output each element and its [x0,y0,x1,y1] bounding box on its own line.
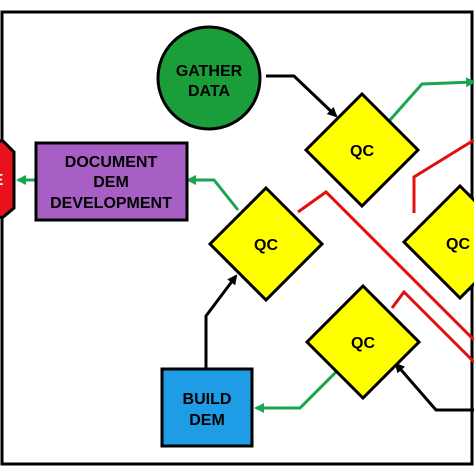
qc-left-node: QC [207,185,325,303]
build-dem-label-2: DEM [189,412,225,429]
qc-bottom-diamond [304,283,422,401]
stop-sign-node: E [0,138,16,220]
pass-arrow-qc-left [186,175,240,211]
stop-sign-shape [0,138,16,220]
pass-connectors [16,77,474,413]
fail-connectors [297,138,474,364]
gather-data-circle [156,25,262,131]
fail-line-qc-bottom [390,289,474,364]
qc-bottom-node: QC [304,283,422,401]
document-label-3: DEVELOPMENT [50,195,172,212]
document-box [34,141,189,222]
qc-right-diamond [401,183,474,301]
gather-data-label-2: DATA [188,83,231,100]
document-node: DOCUMENT DEM DEVELOPMENT [34,141,189,222]
gather-data-node: GATHER DATA [156,25,262,131]
qc-left-label: QC [254,237,278,254]
qc-top-label: QC [350,143,374,160]
qc-top-node: QC [303,91,421,209]
build-dem-box [160,367,254,448]
gather-data-label-1: GATHER [176,63,243,80]
fail-line-qc-left [297,190,474,342]
flow-arrow-build-to-qc [204,274,238,368]
build-dem-label-1: BUILD [183,391,232,408]
stop-sign-label: E [0,172,4,189]
qc-left-diamond [207,185,325,303]
pass-arrow-qc-bottom [254,370,338,413]
build-dem-node: BUILD DEM [160,367,254,448]
qc-bottom-label: QC [351,335,375,352]
flow-arrow-into-qc-bottom [394,362,474,412]
qc-top-diamond [303,91,421,209]
flow-connectors [204,74,474,412]
qc-right-node: QC [401,183,474,301]
flow-arrow-gather-to-qc [266,74,338,118]
document-label-1: DOCUMENT [65,154,158,171]
pass-arrow-qc-top [388,77,474,121]
qc-right-label: QC [446,236,470,253]
fail-line-qc-right [412,138,474,213]
document-label-2: DEM [93,174,129,191]
